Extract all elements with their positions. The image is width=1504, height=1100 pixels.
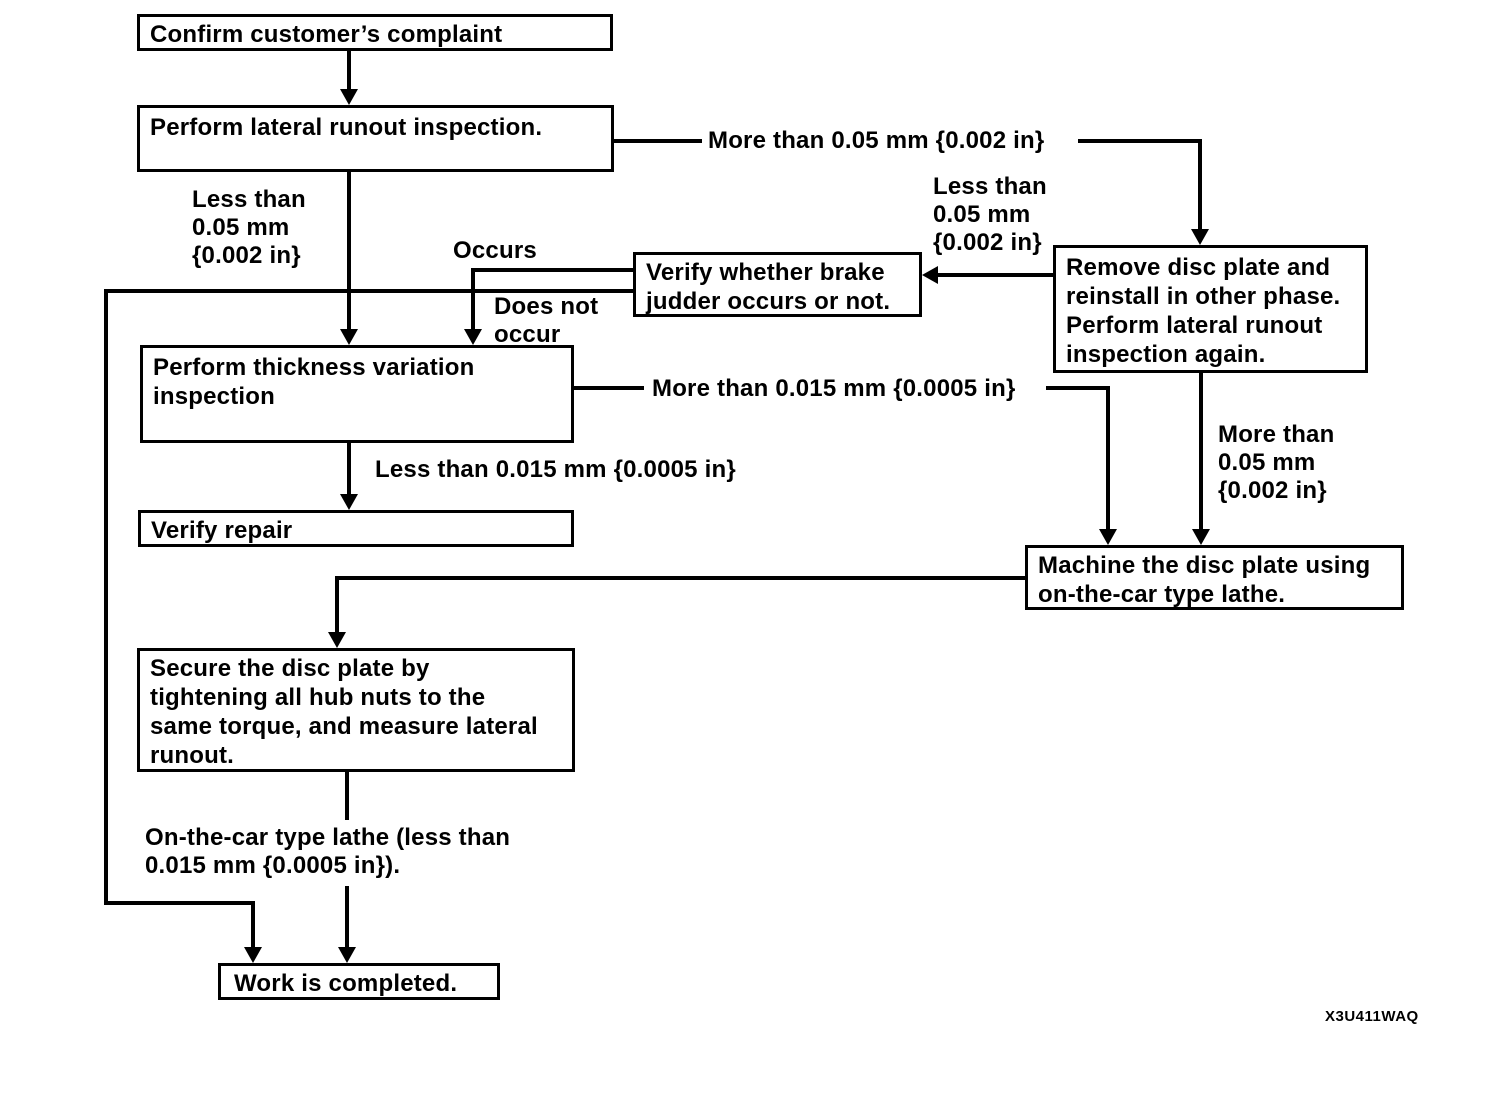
connector-down-to-machine-left xyxy=(1106,386,1110,530)
arrowhead-into-thickness xyxy=(340,329,358,345)
connector-occurs-horizontal xyxy=(471,268,633,272)
connector-confirm-to-runout xyxy=(347,51,351,91)
connector-runout-more-stub-right xyxy=(1078,139,1202,143)
arrowhead-into-runout xyxy=(340,89,358,105)
arrowhead-into-judder xyxy=(922,266,938,284)
connector-down-to-remove xyxy=(1198,139,1202,231)
flow-box-secure-disc-plate: Secure the disc plate by tightening all … xyxy=(137,648,575,772)
connector-secure-down-lower xyxy=(345,886,349,947)
flow-box-thickness-variation-inspection: Perform thickness variation inspection xyxy=(140,345,574,443)
connector-machine-to-secure-vertical xyxy=(335,576,339,633)
connector-thickness-to-verify xyxy=(347,443,351,495)
connector-runout-to-thickness xyxy=(347,172,351,329)
connector-does-not-occur-horizontal xyxy=(104,289,633,293)
edge-label-on-the-car-lathe: On-the-car type lathe (less than 0.015 m… xyxy=(145,824,511,879)
arrowhead-center-into-work xyxy=(338,947,356,963)
connector-thickness-more-stub-right xyxy=(1046,386,1110,390)
connector-bottom-left-drop xyxy=(251,901,255,947)
arrowhead-into-secure xyxy=(328,632,346,648)
arrowhead-occurs-into-thickness xyxy=(464,329,482,345)
flow-box-work-completed: Work is completed. xyxy=(218,963,500,1000)
flow-box-lateral-runout-inspection: Perform lateral runout inspection. xyxy=(137,105,614,172)
flow-box-confirm-complaint: Confirm customer’s complaint xyxy=(137,14,613,51)
connector-secure-down-upper xyxy=(345,772,349,820)
edge-label-less-than-005-right: Less than 0.05 mm {0.002 in} xyxy=(933,173,1047,256)
connector-runout-more-stub-left xyxy=(613,139,702,143)
connector-left-long-vertical xyxy=(104,289,108,905)
flow-box-remove-reinstall-disc: Remove disc plate and reinstall in other… xyxy=(1053,245,1368,373)
arrowhead-into-remove xyxy=(1191,229,1209,245)
flow-box-verify-brake-judder: Verify whether brake judder occurs or no… xyxy=(633,252,922,317)
connector-bottom-left-horizontal xyxy=(104,901,255,905)
connector-remove-to-judder xyxy=(936,273,1053,277)
flow-box-verify-repair: Verify repair xyxy=(138,510,574,547)
connector-machine-to-secure-horizontal xyxy=(335,576,1025,580)
flow-box-machine-disc-plate: Machine the disc plate using on-the-car … xyxy=(1025,545,1404,610)
arrowhead-left-into-work xyxy=(244,947,262,963)
arrowhead-more0015-into-machine xyxy=(1099,529,1117,545)
connector-occurs-vertical xyxy=(471,268,475,329)
edge-label-less-than-0015: Less than 0.015 mm {0.0005 in} xyxy=(375,456,736,483)
arrowhead-into-verify-repair xyxy=(340,494,358,510)
edge-label-more-than-005-top: More than 0.05 mm {0.002 in} xyxy=(708,127,1045,154)
edge-label-more-than-005-right: More than 0.05 mm {0.002 in} xyxy=(1218,421,1335,504)
connector-thickness-more-stub-left xyxy=(574,386,644,390)
edge-label-occurs: Occurs xyxy=(453,237,537,264)
arrowhead-more005-into-machine xyxy=(1192,529,1210,545)
figure-code: X3U411WAQ xyxy=(1325,1008,1419,1025)
connector-remove-to-machine xyxy=(1199,373,1203,530)
edge-label-less-than-005-left: Less than 0.05 mm {0.002 in} xyxy=(192,186,306,269)
edge-label-more-than-0015: More than 0.015 mm {0.0005 in} xyxy=(652,375,1016,402)
edge-label-does-not-occur: Does not occur xyxy=(494,293,599,348)
